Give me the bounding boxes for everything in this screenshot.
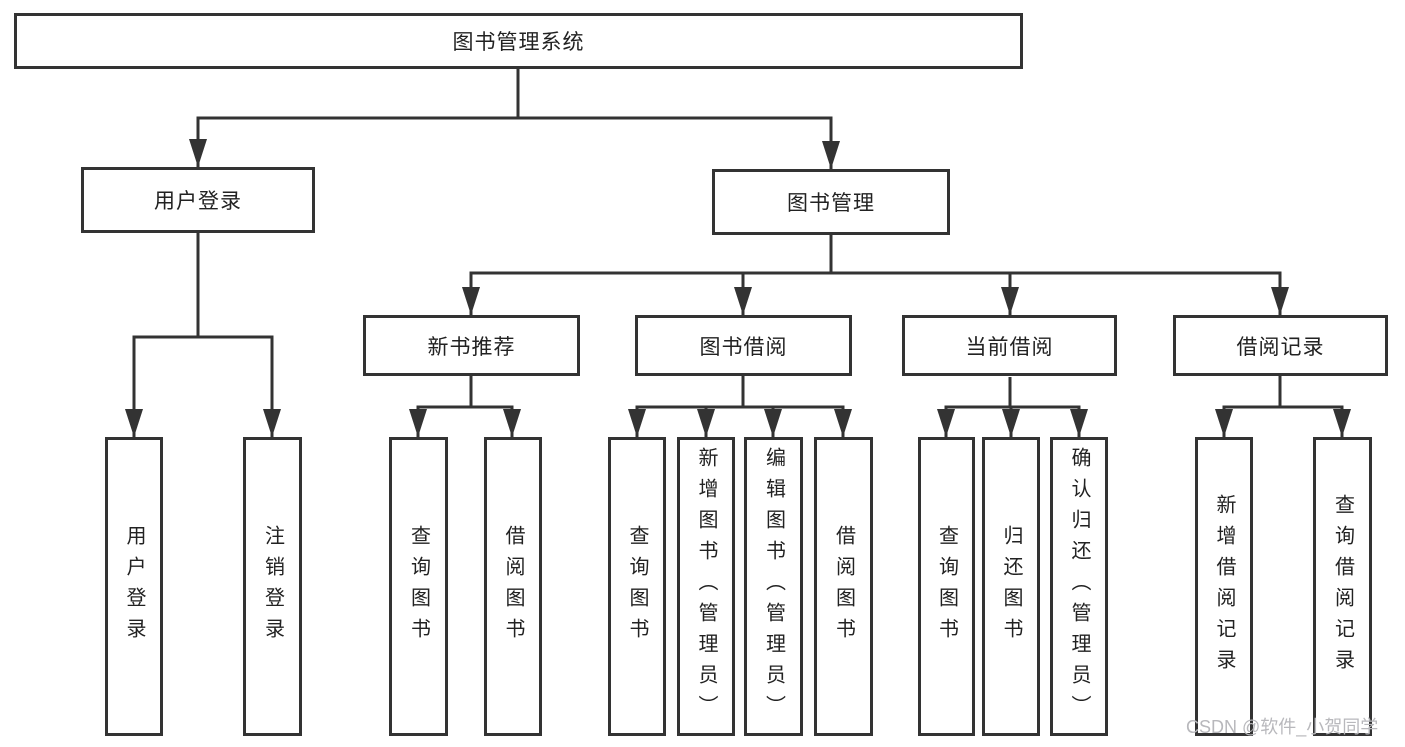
leaf-query-borrow-record: 查询借阅记录: [1313, 437, 1372, 736]
leaf-return-book: 归还图书: [982, 437, 1040, 736]
node-current-borrowing: 当前借阅: [902, 315, 1117, 376]
leaf-confirm-return-admin: 确认归还（管理员）: [1050, 437, 1108, 736]
leaf-edit-book-admin-label: 编辑图书（管理员）: [762, 447, 785, 726]
leaf-query-book-2: 查询图书: [608, 437, 666, 736]
leaf-query-book-1-label: 查询图书: [407, 524, 430, 649]
leaf-user-login-label: 用户登录: [123, 524, 145, 649]
leaf-edit-book-admin: 编辑图书（管理员）: [744, 437, 803, 736]
leaf-return-book-label: 归还图书: [1000, 524, 1022, 649]
leaf-borrow-book-1-label: 借阅图书: [502, 524, 524, 649]
leaf-borrow-book-2-label: 借阅图书: [832, 524, 855, 649]
leaf-borrow-book-2: 借阅图书: [814, 437, 873, 736]
leaf-logout-label: 注销登录: [261, 524, 284, 649]
leaf-query-book-1: 查询图书: [389, 437, 448, 736]
leaf-user-login: 用户登录: [105, 437, 163, 736]
node-user-login: 用户登录: [81, 167, 315, 233]
leaf-query-book-3: 查询图书: [918, 437, 975, 736]
leaf-borrow-book-1: 借阅图书: [484, 437, 542, 736]
leaf-query-book-3-label: 查询图书: [935, 524, 958, 649]
node-new-book-recommend: 新书推荐: [363, 315, 580, 376]
leaf-query-book-2-label: 查询图书: [626, 524, 648, 649]
leaf-confirm-return-admin-label: 确认归还（管理员）: [1068, 447, 1090, 726]
node-book-management: 图书管理: [712, 169, 950, 235]
leaf-add-book-admin: 新增图书（管理员）: [677, 437, 735, 736]
leaf-add-book-admin-label: 新增图书（管理员）: [695, 447, 717, 726]
leaf-add-borrow-record: 新增借阅记录: [1195, 437, 1253, 736]
node-book-borrowing: 图书借阅: [635, 315, 852, 376]
leaf-query-borrow-record-label: 查询借阅记录: [1331, 493, 1354, 680]
leaf-add-borrow-record-label: 新增借阅记录: [1213, 493, 1235, 680]
node-root: 图书管理系统: [14, 13, 1023, 69]
csdn-watermark: CSDN @软件_小贺同学: [1186, 717, 1379, 737]
node-borrowing-records: 借阅记录: [1173, 315, 1388, 376]
leaf-logout: 注销登录: [243, 437, 302, 736]
